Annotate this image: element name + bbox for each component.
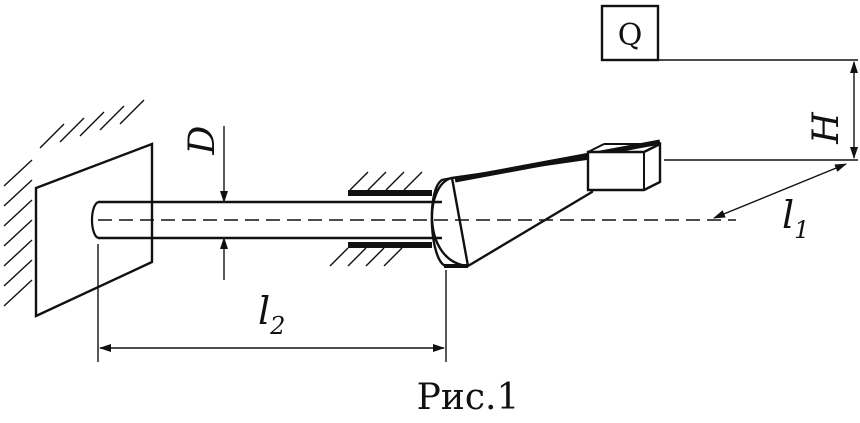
- shaft: [90, 200, 442, 240]
- dimension-height: [658, 59, 858, 161]
- figure-caption: Рис.1: [417, 377, 520, 418]
- dimension-arm-length: [713, 163, 847, 219]
- label-diameter: D: [182, 125, 223, 155]
- end-block: [586, 142, 662, 192]
- label-arm-length: l1: [782, 193, 809, 244]
- dimension-shaft-length: [97, 244, 447, 362]
- wall-hatching: [3, 99, 145, 307]
- bearing: [329, 171, 432, 267]
- load-label: Q: [618, 18, 643, 53]
- lever-arm: [430, 139, 662, 268]
- load-box: Q: [600, 4, 660, 62]
- label-height: H: [806, 112, 847, 145]
- label-shaft-length: l2: [258, 289, 285, 340]
- wall-support: [3, 99, 154, 318]
